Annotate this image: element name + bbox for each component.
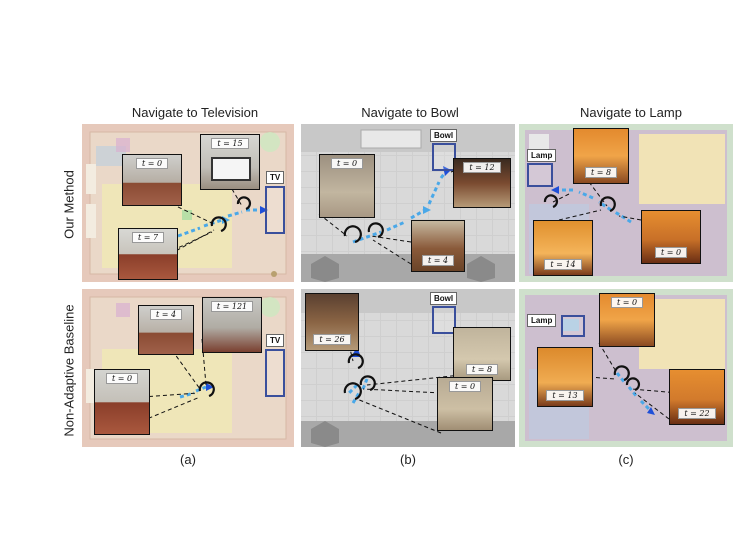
panel-television-baseline: TV t = 4 t = 121 t = 0 xyxy=(82,289,294,447)
view-thumbnail: t = 26 xyxy=(305,293,359,351)
column-title-bowl: Navigate to Bowl xyxy=(361,105,459,120)
panel-television-our-method: TV t = 0 t = 15 t = 7 xyxy=(82,124,294,282)
column-title-lamp: Navigate to Lamp xyxy=(580,105,682,120)
view-thumbnail: t = 7 xyxy=(118,228,178,280)
target-label-lamp: Lamp xyxy=(527,314,557,327)
view-thumbnail: t = 4 xyxy=(411,220,465,272)
trajectory-path xyxy=(615,372,655,415)
view-thumbnail: t = 4 xyxy=(138,305,194,355)
row-label-our-method: Our Method xyxy=(61,170,77,239)
panel-lamp-baseline: Lamp t = 0 t = 13 t = 22 xyxy=(519,289,733,447)
target-label-lamp: Lamp xyxy=(527,149,557,162)
view-thumbnail: t = 0 xyxy=(94,369,150,435)
target-box-lamp xyxy=(561,315,585,337)
target-box-tv xyxy=(265,349,285,397)
subfigure-label-c: (c) xyxy=(618,452,634,467)
view-thumbnail: t = 0 xyxy=(122,154,182,206)
view-thumbnail: t = 0 xyxy=(319,154,375,218)
panel-bowl-our-method: Bowl t = 0 t = 12 t = 4 xyxy=(301,124,515,282)
view-thumbnail: t = 0 xyxy=(599,293,655,347)
view-thumbnail: t = 8 xyxy=(573,128,629,184)
column-title-television: Navigate to Television xyxy=(131,105,259,120)
target-label-tv: TV xyxy=(266,334,285,347)
floorplan-television-top xyxy=(82,124,294,282)
target-label-tv: TV xyxy=(266,171,285,184)
trajectory-path xyxy=(352,166,451,244)
target-label-bowl: Bowl xyxy=(430,292,458,305)
target-box-bowl xyxy=(432,143,456,171)
row-label-baseline: Non-Adaptive Baseline xyxy=(61,304,77,437)
target-label-bowl: Bowl xyxy=(430,129,458,142)
panel-bowl-baseline: Bowl t = 26 t = 8 t = 0 xyxy=(301,289,515,447)
trajectory-path xyxy=(551,186,632,224)
view-thumbnail: t = 12 xyxy=(453,158,511,208)
target-box-bowl xyxy=(432,306,456,334)
view-thumbnail: t = 121 xyxy=(202,297,262,353)
view-thumbnail: t = 0 xyxy=(641,210,701,264)
target-box-lamp xyxy=(527,163,553,187)
view-thumbnail: t = 13 xyxy=(537,347,593,407)
subfigure-label-a: (a) xyxy=(180,452,196,467)
view-thumbnail: t = 8 xyxy=(453,327,511,381)
trajectory-path xyxy=(179,383,214,399)
view-thumbnail: t = 0 xyxy=(437,377,493,431)
view-thumbnail: t = 15 xyxy=(200,134,260,190)
target-box-tv xyxy=(265,186,285,234)
panel-lamp-our-method: Lamp t = 8 t = 14 t = 0 xyxy=(519,124,733,282)
subfigure-label-b: (b) xyxy=(400,452,416,467)
view-thumbnail: t = 22 xyxy=(669,369,725,425)
view-thumbnail: t = 14 xyxy=(533,220,593,276)
